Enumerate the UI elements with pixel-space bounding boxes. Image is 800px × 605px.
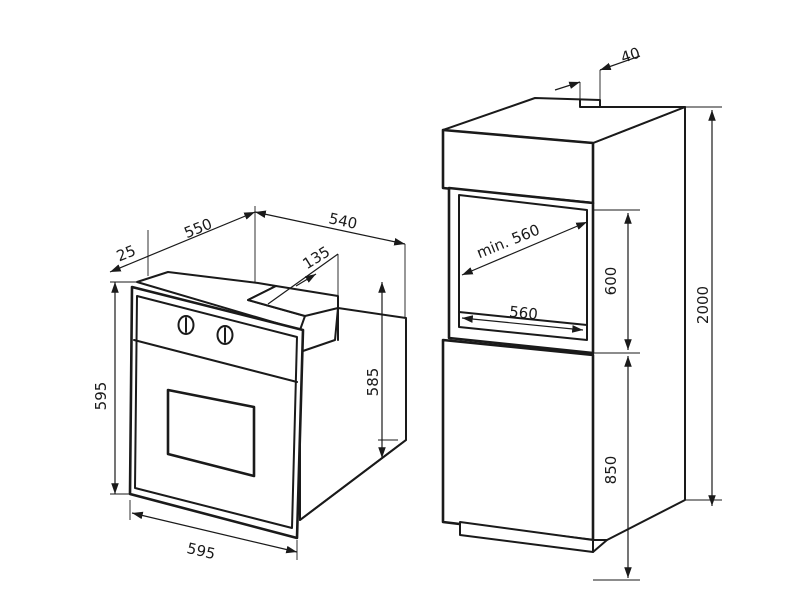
cabinet-niche-inner xyxy=(458,194,588,341)
cabinet-lower-door xyxy=(441,338,595,542)
dim-back-gap-line xyxy=(554,81,581,91)
oven-control-divider xyxy=(133,339,298,383)
dim-oven-width-line xyxy=(131,511,298,554)
dim-panel-step-line xyxy=(267,253,339,305)
oven-drawing xyxy=(128,271,407,540)
dim-total-height-label: 2000 xyxy=(694,286,712,324)
oven-window xyxy=(166,388,256,478)
cabinet-drawing xyxy=(441,97,686,553)
cabinet-top-notch xyxy=(579,99,601,108)
dim-niche-height-label: 600 xyxy=(602,267,620,296)
dim-body-height-label: 585 xyxy=(364,368,382,397)
knob-icon xyxy=(216,325,234,345)
dim-base-height-label: 850 xyxy=(602,456,620,485)
dim-panel-step-label: 135 xyxy=(299,243,333,273)
dim-side-depth-line xyxy=(254,210,406,246)
knob-icon xyxy=(177,315,195,335)
oven-body-bottom xyxy=(299,439,407,521)
dim-front-offset-label: 25 xyxy=(114,241,138,265)
dim-oven-height-label: 595 xyxy=(92,382,110,411)
dim-back-gap-label: 40 xyxy=(619,44,643,67)
dim-side-depth-label: 540 xyxy=(327,209,359,233)
dim-oven-width-label: 595 xyxy=(185,539,217,563)
dim-niche-width-line xyxy=(461,221,588,276)
oven-dimensions: 25 550 540 135 595 585 595 xyxy=(92,206,406,563)
dim-oven-depth-label: 550 xyxy=(181,215,214,242)
oven-body-side xyxy=(299,307,407,521)
dim-niche-depth-line xyxy=(461,315,584,333)
dim-oven-depth-line xyxy=(109,211,256,273)
dim-niche-depth-label: 560 xyxy=(508,303,538,324)
